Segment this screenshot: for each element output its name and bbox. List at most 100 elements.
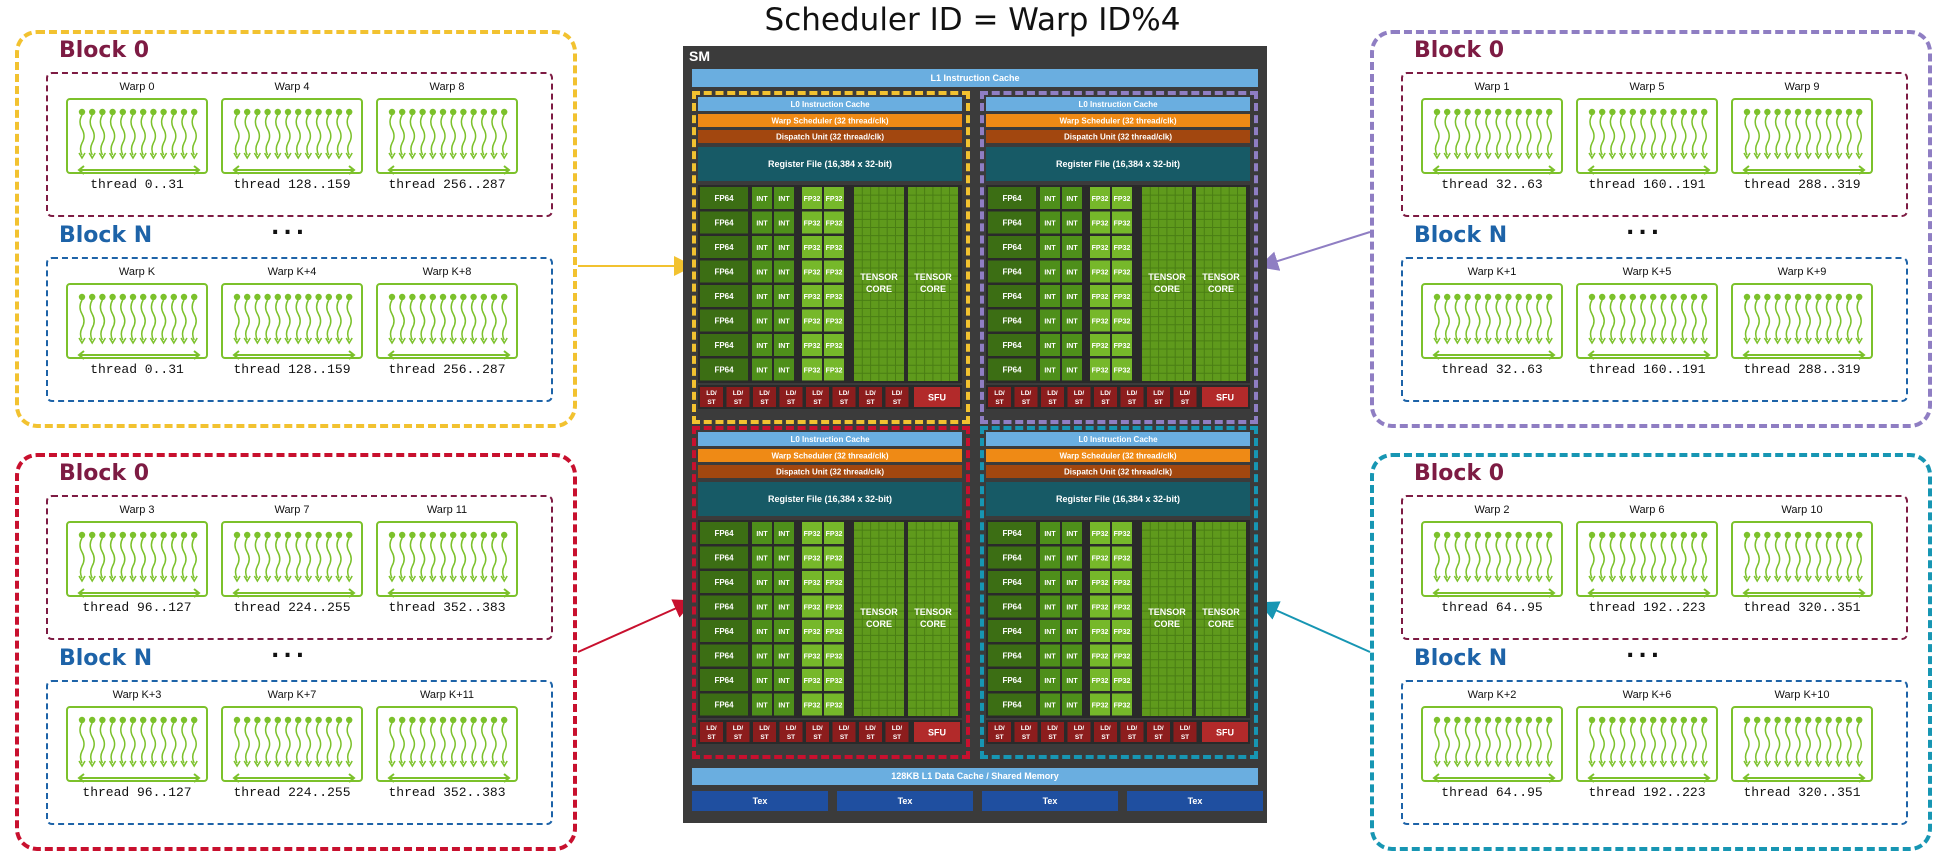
int-unit — [1040, 571, 1060, 593]
svg-text:INT: INT — [778, 294, 790, 301]
sfu-unit — [1202, 722, 1248, 742]
fp32-unit — [802, 334, 822, 356]
int-unit — [1040, 644, 1060, 667]
warp-label: Warp K+2 — [1467, 689, 1517, 701]
svg-text:FP32: FP32 — [826, 629, 843, 636]
int-unit — [774, 285, 794, 307]
fp32-unit — [1090, 358, 1110, 381]
int-unit — [774, 546, 794, 569]
thread-arrows-icon — [1432, 531, 1556, 598]
svg-text:LD/: LD/ — [733, 390, 744, 397]
fp32-unit — [802, 285, 822, 307]
svg-text:FP32: FP32 — [1092, 654, 1109, 661]
svg-text:FP64: FP64 — [1002, 194, 1022, 203]
fp32-unit — [1090, 669, 1110, 691]
int-unit — [1062, 693, 1082, 716]
svg-text:Register File (16,384 x 32-bit: Register File (16,384 x 32-bit) — [1056, 159, 1180, 169]
fp32-unit — [1112, 644, 1132, 667]
svg-text:FP32: FP32 — [1114, 703, 1131, 710]
svg-text:FP32: FP32 — [1114, 580, 1131, 587]
svg-text:LD/: LD/ — [1153, 725, 1164, 732]
svg-text:FP64: FP64 — [1002, 554, 1022, 563]
fp64-unit — [700, 334, 748, 356]
int-unit — [1062, 334, 1082, 356]
svg-text:FP32: FP32 — [1092, 556, 1109, 563]
register-file — [986, 147, 1250, 181]
int-unit — [752, 571, 772, 593]
thread-arrows-icon — [1587, 716, 1711, 783]
svg-text:LD/: LD/ — [733, 725, 744, 732]
ldst-unit — [859, 387, 882, 407]
ldst-unit — [779, 387, 803, 407]
int-unit — [774, 620, 794, 642]
svg-text:FP32: FP32 — [804, 196, 821, 203]
warp-label: Warp 4 — [274, 81, 310, 93]
int-unit — [752, 236, 772, 258]
svg-text:FP32: FP32 — [826, 245, 843, 252]
fp32-unit — [1112, 309, 1132, 332]
warp-threads-card — [1421, 706, 1563, 783]
svg-text:LD/: LD/ — [759, 725, 770, 732]
fp64-unit — [988, 285, 1036, 307]
svg-text:ST: ST — [995, 734, 1003, 741]
ldst-unit — [753, 387, 776, 407]
svg-text:INT: INT — [1066, 605, 1078, 612]
thread-arrows-icon — [1587, 108, 1711, 175]
svg-text:INT: INT — [778, 196, 790, 203]
svg-text:ST: ST — [866, 734, 874, 741]
ldst-unit — [726, 387, 750, 407]
thread-range-label: thread 32..63 — [1441, 177, 1543, 192]
fp32-unit — [824, 358, 844, 381]
int-unit — [1062, 187, 1082, 209]
thread-range-label: thread 64..95 — [1441, 600, 1543, 615]
ellipsis: ... — [271, 215, 309, 240]
svg-text:FP32: FP32 — [826, 221, 843, 228]
svg-text:CORE: CORE — [866, 284, 892, 294]
warp-label: Warp 2 — [1474, 504, 1510, 516]
fp64-unit — [988, 620, 1036, 642]
svg-text:INT: INT — [1066, 654, 1078, 661]
thread-range-label: thread 96..127 — [82, 785, 192, 800]
warp-threads-card — [221, 283, 363, 360]
int-unit — [774, 187, 794, 209]
svg-text:FP32: FP32 — [826, 678, 843, 685]
svg-text:INT: INT — [1044, 703, 1056, 710]
svg-text:FP32: FP32 — [1092, 368, 1109, 375]
ldst-unit — [700, 387, 723, 407]
ellipsis: ... — [1626, 215, 1664, 240]
svg-text:ST: ST — [1022, 734, 1030, 741]
int-unit — [774, 358, 794, 381]
ldst-unit — [1041, 722, 1064, 742]
svg-text:FP32: FP32 — [826, 531, 843, 538]
svg-text:LD/: LD/ — [759, 390, 770, 397]
svg-text:INT: INT — [756, 245, 768, 252]
svg-text:LD/: LD/ — [1021, 390, 1032, 397]
fp64-unit — [988, 211, 1036, 234]
ldst-unit — [726, 722, 750, 742]
int-unit — [752, 260, 772, 283]
thread-range-label: thread 320..351 — [1743, 785, 1861, 800]
svg-text:ST: ST — [840, 399, 848, 406]
fp32-unit — [824, 187, 844, 209]
svg-text:ST: ST — [1181, 399, 1189, 406]
fp32-unit — [802, 236, 822, 258]
fp32-unit — [1112, 236, 1132, 258]
thread-arrows-icon — [1742, 293, 1866, 360]
svg-text:LD/: LD/ — [1100, 390, 1111, 397]
int-unit — [752, 669, 772, 691]
thread-arrows-icon — [77, 108, 201, 175]
thread-range-label: thread 0..31 — [90, 177, 184, 192]
int-unit — [1040, 595, 1060, 618]
